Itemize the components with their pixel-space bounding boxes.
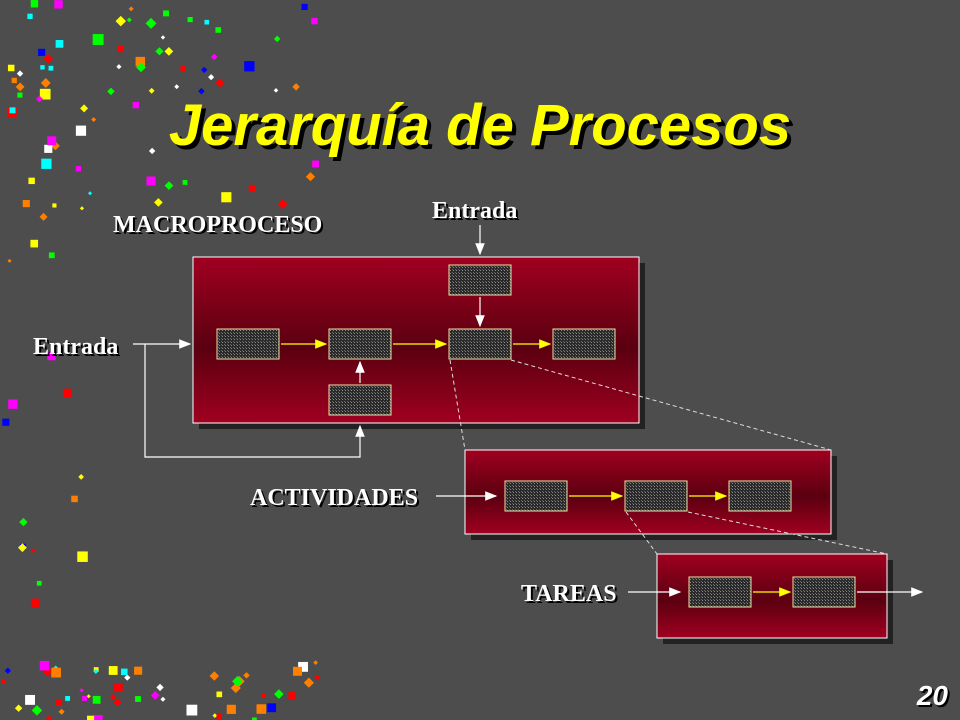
macro-process-box-4 xyxy=(552,328,616,360)
actividades-label: ACTIVIDADES xyxy=(250,485,419,511)
external-arrows xyxy=(133,225,924,597)
vertical-connectors xyxy=(355,297,485,383)
zoom-lines xyxy=(449,359,888,555)
macro-process-box-3 xyxy=(448,328,512,360)
page-title: Jerarquía de Procesos xyxy=(168,93,792,158)
entrada-left-label: Entrada xyxy=(33,334,119,360)
task-box-2 xyxy=(792,576,856,608)
entrada-top-label: Entrada xyxy=(432,198,518,224)
tareas-label: TAREAS xyxy=(521,581,617,607)
page-number: 20 xyxy=(916,680,948,711)
activity-box-2 xyxy=(624,480,688,512)
activity-boxes xyxy=(504,480,792,512)
macro-process-boxes xyxy=(216,264,616,416)
activity-box-3 xyxy=(728,480,792,512)
task-box-1 xyxy=(688,576,752,608)
macro-support-box xyxy=(328,384,392,416)
macroproceso-label: MACROPROCESO xyxy=(113,212,323,238)
flow-arrows xyxy=(281,339,792,597)
macro-process-box-2 xyxy=(328,328,392,360)
task-boxes xyxy=(688,576,856,608)
macro-input-box xyxy=(448,264,512,296)
activity-box-1 xyxy=(504,480,568,512)
macro-process-box-1 xyxy=(216,328,280,360)
